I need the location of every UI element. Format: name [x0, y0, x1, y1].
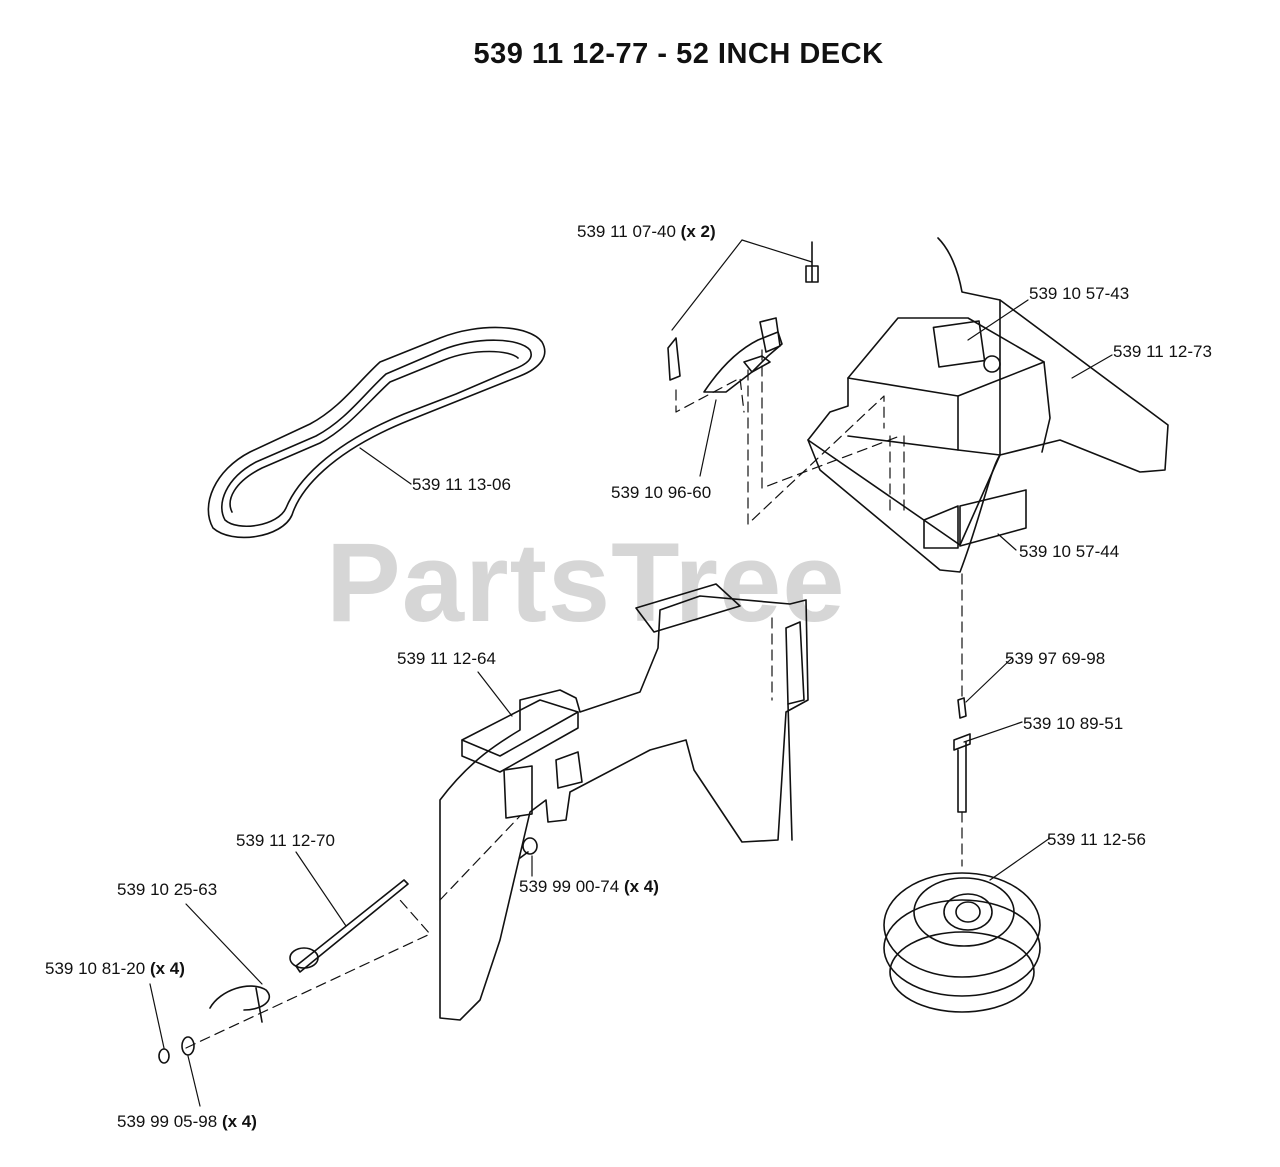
part-number: 539 10 89-51	[1023, 714, 1124, 733]
idler-arm-drawing	[667, 241, 819, 393]
alignment-lines	[185, 349, 963, 1049]
part-label: 539 11 12-73	[1113, 342, 1212, 362]
part-number: 539 97 69-98	[1005, 649, 1106, 668]
part-label: 539 10 57-44	[1019, 542, 1119, 562]
deck-cover-drawing	[807, 237, 1169, 573]
part-quantity: (x 4)	[149, 959, 185, 978]
part-quantity: (x 2)	[680, 222, 716, 241]
part-number: 539 11 12-70	[236, 831, 335, 850]
part-quantity: (x 4)	[623, 877, 659, 896]
leader-lines	[149, 239, 1113, 1107]
part-label: 539 10 57-43	[1029, 284, 1129, 304]
mounting-bracket-drawing	[439, 583, 809, 1021]
part-quantity: (x 4)	[221, 1112, 257, 1131]
watermark: PartsTree	[326, 520, 846, 645]
part-number: 539 10 25-63	[117, 880, 218, 899]
part-number: 539 99 00-74	[519, 877, 620, 896]
part-label: 539 10 25-63	[117, 880, 217, 900]
part-number: 539 10 96-60	[611, 483, 712, 502]
part-number: 539 99 05-98	[117, 1112, 218, 1131]
bolt-drawing	[953, 697, 971, 813]
part-label: 539 11 07-40 (x 2)	[577, 222, 716, 242]
part-label: 539 99 00-74 (x 4)	[519, 877, 659, 897]
part-label: 539 11 12-56	[1047, 830, 1146, 850]
part-number: 539 10 57-43	[1029, 284, 1130, 303]
part-number: 539 11 07-40	[577, 222, 676, 241]
part-label: 539 10 89-51	[1023, 714, 1123, 734]
part-label: 539 99 05-98 (x 4)	[117, 1112, 257, 1132]
part-number: 539 11 12-64	[397, 649, 496, 668]
rod-drawing	[209, 879, 409, 1023]
part-label: 539 11 13-06	[412, 475, 511, 495]
part-label: 539 97 69-98	[1005, 649, 1105, 669]
washers-drawing	[158, 837, 538, 1064]
part-label: 539 11 12-70	[236, 831, 335, 851]
part-number: 539 11 12-73	[1113, 342, 1212, 361]
part-number: 539 10 57-44	[1019, 542, 1120, 561]
pulley-drawing	[883, 872, 1041, 1013]
part-number: 539 10 81-20	[45, 959, 146, 978]
part-label: 539 10 81-20 (x 4)	[45, 959, 185, 979]
diagram-title: 539 11 12-77 - 52 INCH DECK	[473, 38, 884, 70]
part-number: 539 11 13-06	[412, 475, 511, 494]
drive-belt-drawing	[207, 326, 546, 539]
part-label: 539 11 12-64	[397, 649, 496, 669]
part-number: 539 11 12-56	[1047, 830, 1146, 849]
part-label: 539 10 96-60	[611, 483, 711, 503]
